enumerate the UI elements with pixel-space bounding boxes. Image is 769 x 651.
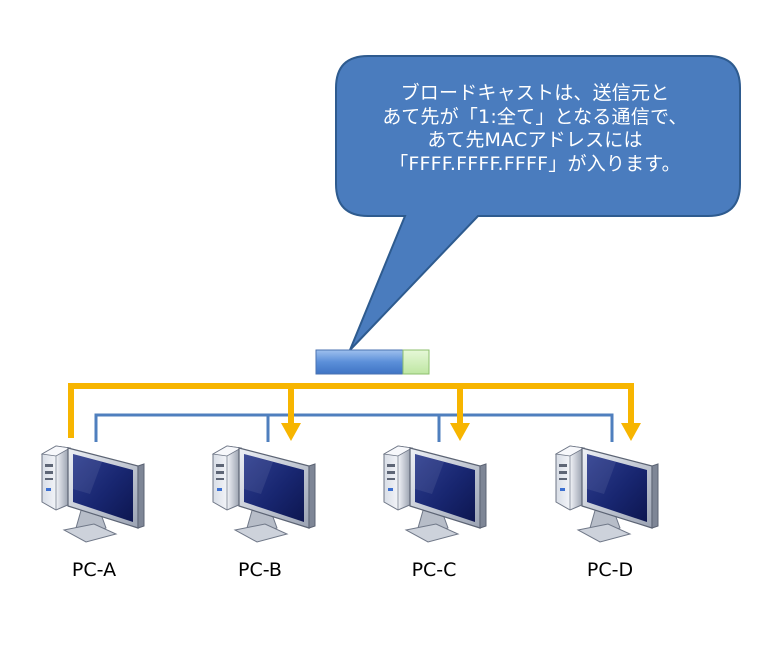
callout-line-3: あて先MACアドレスには [427, 129, 643, 151]
arrowhead-pc-b [281, 423, 301, 441]
pc-c-icon [383, 445, 487, 543]
lan-bus [94, 413, 614, 442]
pc-a-icon [41, 445, 145, 543]
arrowhead-pc-c [450, 423, 470, 441]
callout-text: ブロードキャストは、送信元と あて先が「1:全て」となる通信で、 あて先MACア… [340, 82, 730, 176]
broadcast-path [68, 383, 634, 438]
pc-b-icon [212, 445, 316, 543]
callout-line-2: あて先が「1:全て」となる通信で、 [382, 105, 688, 128]
arrowhead-pc-d [621, 423, 641, 441]
callout-line-1: ブロードキャストは、送信元と [400, 82, 670, 104]
frame-trailer [402, 349, 430, 375]
broadcast-frame [315, 349, 430, 375]
pc-c-label: PC-C [411, 559, 457, 581]
callout-line-4: 「FFFF.FFFF.FFFF」が入ります。 [389, 152, 681, 175]
pc-d-icon [555, 445, 659, 543]
pc-d-label: PC-D [586, 559, 634, 581]
lan-line [94, 413, 614, 442]
pc-a-label: PC-A [71, 559, 117, 581]
broadcast-arrows [68, 383, 641, 441]
frame-header [315, 349, 404, 375]
pc-b-label: PC-B [238, 559, 282, 581]
